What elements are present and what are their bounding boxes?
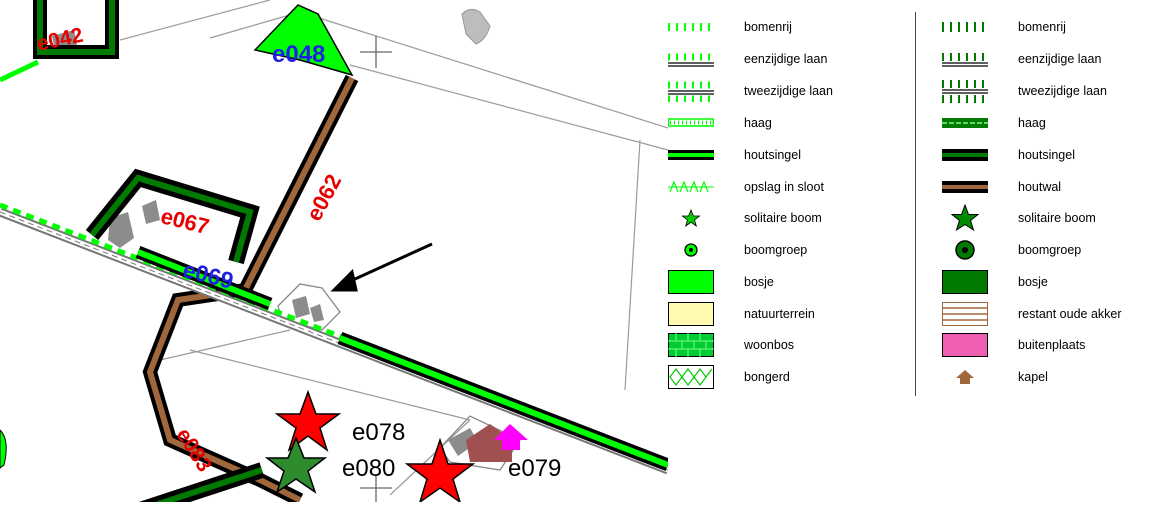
legend-label: tweezijdige laan — [744, 84, 833, 98]
legend-label: opslag in sloot — [744, 180, 824, 194]
bomenrij-light-icon — [666, 15, 716, 39]
legend-item-bomenrij-dark: bomenrij — [940, 12, 1066, 42]
star-icon — [274, 389, 342, 452]
crosshair-marker — [360, 474, 392, 502]
eenzijdige-laan-light-icon — [666, 47, 716, 71]
tweezijdige-laan-dark-icon — [940, 79, 990, 103]
bomenrij-dark-icon — [940, 15, 990, 39]
restant-oude-akker-icon — [940, 302, 990, 326]
bomenrij-left — [0, 59, 40, 83]
legend-label: houtsingel — [1018, 148, 1075, 162]
star-light-icon — [666, 206, 716, 230]
legend-item-houtsingel-dark: houtsingel — [940, 140, 1075, 170]
legend-item-bomenrij-light: bomenrij — [666, 12, 792, 42]
legend-item-woonbos: woonbos — [666, 330, 794, 360]
legend-label: bongerd — [744, 370, 790, 384]
crosshair-marker — [360, 36, 392, 68]
legend-item-houtwal: houtwal — [940, 172, 1061, 202]
legend-item-bongerd: bongerd — [666, 362, 790, 392]
legend-divider — [915, 12, 916, 396]
legend-item-buitenplaats: buitenplaats — [940, 330, 1085, 360]
legend-label: houtwal — [1018, 180, 1062, 194]
legend-item-bosje-light: bosje — [666, 267, 774, 297]
label-e048: e048 — [272, 41, 325, 68]
boomgroep-light-icon — [666, 238, 716, 262]
legend-item-boomgroep-light: boomgroep — [666, 235, 807, 265]
houtwal-icon — [940, 175, 990, 199]
bosje-e048 — [253, 4, 354, 77]
legend-item-haag-dark: haag — [940, 108, 1046, 138]
kapel-icon — [940, 365, 990, 389]
star-dark-icon — [940, 204, 990, 232]
legend-label: boomgroep — [744, 243, 808, 257]
legend-label: solitaire boom — [744, 211, 822, 225]
legend-item-tweezijdige-laan-light: tweezijdige laan — [666, 76, 833, 106]
eenzijdige-laan-dark-icon — [940, 47, 990, 71]
legend-label: bosje — [744, 275, 774, 289]
legend-label: eenzijdige laan — [744, 52, 828, 66]
legend-label: tweezijdige laan — [1018, 84, 1107, 98]
map-legend: bomenrij eenzijdige laan tweezijdige laa… — [660, 0, 1151, 511]
legend-label: haag — [1018, 116, 1046, 130]
houtsingel-road — [135, 245, 668, 472]
label-e079: e079 — [508, 455, 561, 482]
legend-label: buitenplaats — [1018, 338, 1086, 352]
label-e067: e067 — [158, 203, 212, 239]
legend-item-haag-light: haag — [666, 108, 772, 138]
legend-label: haag — [744, 116, 772, 130]
bosje-dark-icon — [940, 270, 990, 294]
houtsingel-bottom — [138, 462, 265, 502]
star-icon — [264, 435, 328, 494]
map-view[interactable]: e042 e048 e062 e067 e069 e078 e080 e079 … — [0, 0, 668, 502]
houtsingel-e067 — [85, 168, 260, 265]
legend-item-solitaire-boom-light: solitaire boom — [666, 203, 822, 233]
legend-item-restant-oude-akker: restant oude akker — [940, 299, 1122, 329]
legend-label: woonbos — [744, 338, 795, 352]
opslag-in-sloot-icon — [666, 175, 716, 199]
legend-item-natuurterrein: natuurterrein — [666, 299, 815, 329]
kapel-icon — [494, 424, 528, 450]
label-e080: e080 — [342, 455, 395, 482]
legend-item-kapel: kapel — [940, 362, 1048, 392]
bosje-left-edge — [0, 429, 7, 469]
legend-item-boomgroep-dark: boomgroep — [940, 235, 1081, 265]
houtsingel-dark-icon — [940, 143, 990, 167]
star-icon — [404, 437, 476, 502]
legend-item-eenzijdige-laan-dark: eenzijdige laan — [940, 44, 1101, 74]
legend-label: bosje — [1018, 275, 1048, 289]
bosje-light-icon — [666, 270, 716, 294]
haag-dark-icon — [940, 111, 990, 135]
legend-label: bomenrij — [744, 20, 792, 34]
pointer-arrow — [330, 242, 433, 292]
legend-item-tweezijdige-laan-dark: tweezijdige laan — [940, 76, 1107, 106]
legend-item-houtsingel-light: houtsingel — [666, 140, 801, 170]
legend-label: eenzijdige laan — [1018, 52, 1102, 66]
legend-label: natuurterrein — [744, 307, 815, 321]
tweezijdige-laan-light-icon — [666, 79, 716, 103]
legend-item-bosje-dark: bosje — [940, 267, 1048, 297]
legend-item-solitaire-boom-dark: solitaire boom — [940, 203, 1096, 233]
legend-label: kapel — [1018, 370, 1048, 384]
natuurterrein-icon — [666, 302, 716, 326]
legend-label: houtsingel — [744, 148, 801, 162]
houtsingel-light-icon — [666, 143, 716, 167]
bongerd-icon — [666, 365, 716, 389]
legend-label: restant oude akker — [1018, 307, 1122, 321]
woonbos-icon — [666, 333, 716, 357]
boomgroep-dark-icon — [940, 238, 990, 262]
label-e078: e078 — [352, 419, 405, 446]
legend-label: bomenrij — [1018, 20, 1066, 34]
legend-label: boomgroep — [1018, 243, 1082, 257]
legend-label: solitaire boom — [1018, 211, 1096, 225]
buildings — [52, 30, 478, 456]
legend-item-opslag-in-sloot: opslag in sloot — [666, 172, 824, 202]
buitenplaats-icon — [940, 333, 990, 357]
haag-light-icon — [666, 111, 716, 135]
houtsingel-e042 — [33, 0, 119, 59]
pond-shape — [461, 8, 491, 45]
legend-item-eenzijdige-laan-light: eenzijdige laan — [666, 44, 827, 74]
parcel-lines — [119, 0, 668, 496]
